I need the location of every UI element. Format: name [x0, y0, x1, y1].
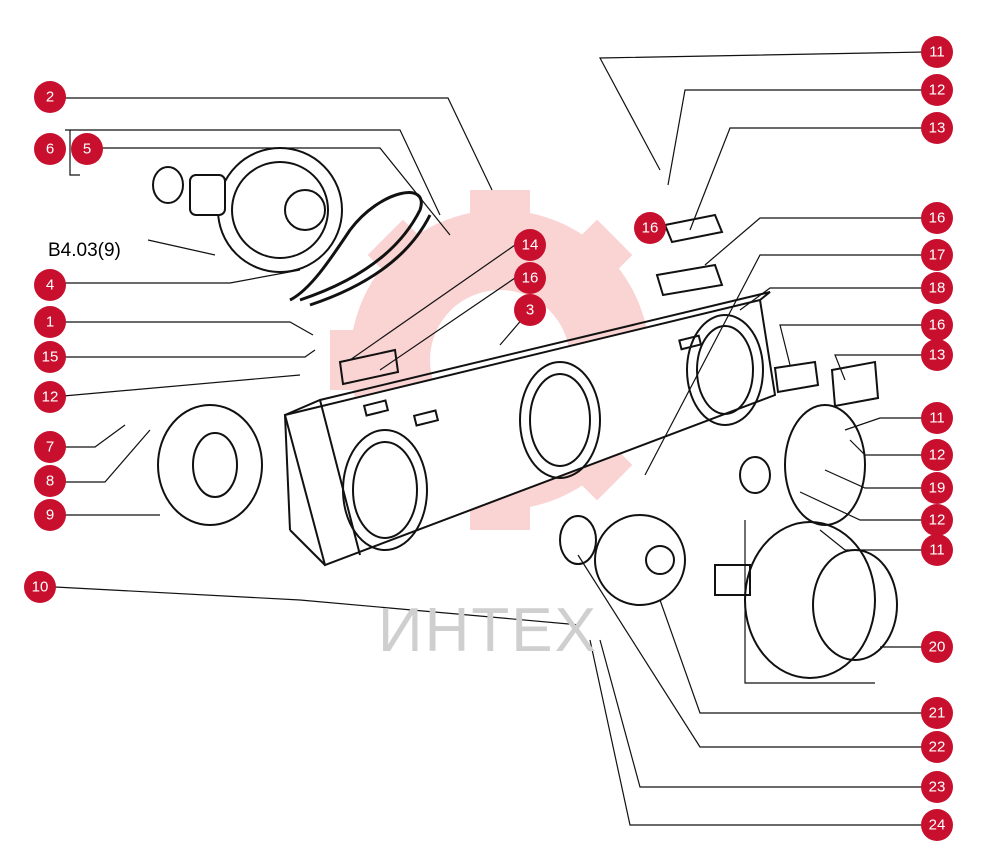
svg-text:21: 21 [929, 705, 946, 722]
svg-text:6: 6 [46, 141, 54, 158]
driven-sprocket [559, 456, 771, 606]
svg-text:10: 10 [32, 579, 49, 596]
svg-text:16: 16 [642, 220, 659, 237]
svg-text:2: 2 [46, 89, 54, 106]
callout-12-lower: 12 [921, 504, 953, 536]
drive-sprocket [152, 147, 343, 273]
callout-12-right: 12 [921, 439, 953, 471]
chain-case-housing [283, 291, 777, 567]
svg-text:16: 16 [522, 270, 539, 287]
watermark-text: ИНТЕХ [378, 596, 598, 665]
callout-9: 9 [34, 499, 66, 531]
callout-17: 17 [921, 239, 953, 271]
svg-text:13: 13 [929, 120, 946, 137]
svg-text:13: 13 [929, 347, 946, 364]
svg-text:16: 16 [929, 317, 946, 334]
svg-text:4: 4 [46, 277, 54, 294]
svg-text:11: 11 [929, 410, 945, 427]
callout-16-mid: 16 [514, 262, 546, 294]
svg-text:14: 14 [522, 237, 539, 254]
leader-lines [50, 51, 926, 826]
callout-12-top: 12 [921, 74, 953, 106]
svg-text:11: 11 [929, 44, 945, 61]
callout-13-right: 13 [921, 339, 953, 371]
callout-16-right: 16 [921, 202, 953, 234]
svg-text:11: 11 [929, 542, 945, 559]
svg-text:3: 3 [526, 302, 534, 319]
callout-2: 2 [34, 81, 66, 113]
callout-5: 5 [71, 133, 103, 165]
svg-text:12: 12 [929, 82, 946, 99]
svg-text:17: 17 [929, 247, 946, 264]
svg-text:16: 16 [929, 210, 946, 227]
svg-text:7: 7 [46, 439, 54, 456]
callout-3: 3 [514, 294, 546, 326]
svg-text:23: 23 [929, 779, 946, 796]
callout-14: 14 [514, 229, 546, 261]
svg-text:24: 24 [929, 817, 946, 834]
svg-text:20: 20 [929, 639, 946, 656]
svg-text:19: 19 [929, 480, 946, 497]
svg-text:9: 9 [46, 507, 54, 524]
callout-11-top: 11 [921, 36, 953, 68]
svg-text:12: 12 [929, 447, 946, 464]
svg-text:18: 18 [929, 280, 946, 297]
svg-text:12: 12 [929, 512, 946, 529]
callout-7: 7 [34, 431, 66, 463]
callout-4: 4 [34, 269, 66, 301]
svg-text:12: 12 [42, 389, 59, 406]
cover-plates [338, 213, 880, 526]
callout-20: 20 [921, 631, 953, 663]
svg-text:8: 8 [46, 473, 54, 490]
reference-label: B4.03(9) [48, 240, 121, 261]
svg-text:1: 1 [46, 314, 54, 331]
callout-24: 24 [921, 809, 953, 841]
callout-19: 19 [921, 472, 953, 504]
callout-16-gasket: 16 [921, 309, 953, 341]
roller-chain [289, 191, 432, 307]
callout-21: 21 [921, 697, 953, 729]
svg-text:5: 5 [83, 141, 91, 158]
callout-6: 6 [34, 133, 66, 165]
callout-13-top: 13 [921, 112, 953, 144]
callout-11-right: 11 [921, 402, 953, 434]
callout-18: 18 [921, 272, 953, 304]
callout-22: 22 [921, 731, 953, 763]
callout-11-lower: 11 [921, 534, 953, 566]
callout-23: 23 [921, 771, 953, 803]
callout-8: 8 [34, 465, 66, 497]
flange-cover [157, 404, 263, 526]
svg-text:15: 15 [42, 349, 59, 366]
callout-16-cover: 16 [634, 212, 666, 244]
callout-10: 10 [24, 571, 56, 603]
callout-15: 15 [34, 341, 66, 373]
svg-text:22: 22 [929, 739, 946, 756]
callout-12: 12 [34, 381, 66, 413]
callout-1: 1 [34, 306, 66, 338]
